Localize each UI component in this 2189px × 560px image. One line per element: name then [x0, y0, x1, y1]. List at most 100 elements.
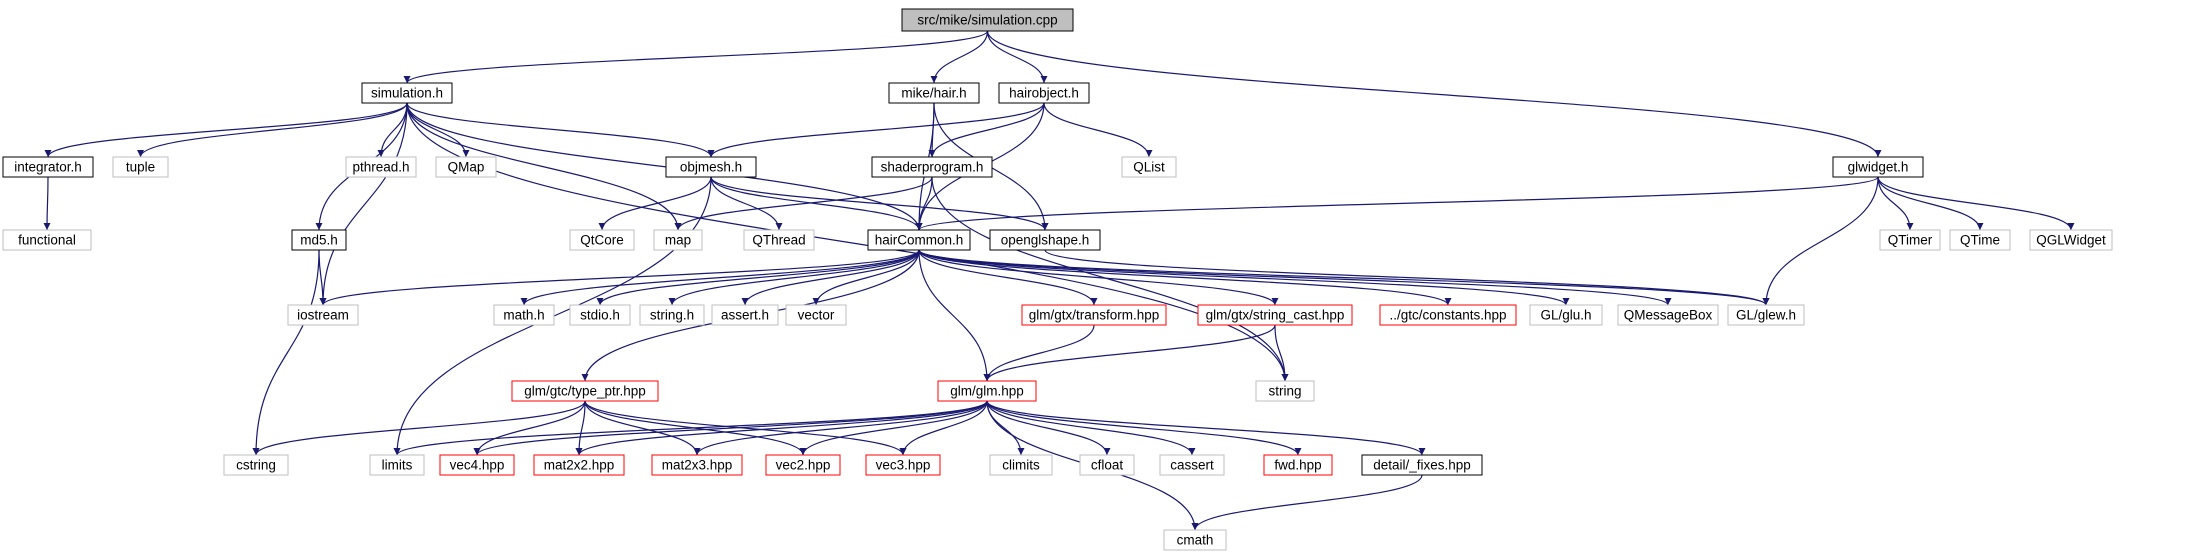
node-glm_string_cast[interactable]: glm/gtx/string_cast.hpp: [1197, 304, 1353, 326]
node-simulation_h[interactable]: simulation.h: [361, 82, 453, 104]
node-label-md5_h: md5.h: [300, 233, 338, 248]
node-box-cstring: [223, 454, 289, 476]
node-box-qlist: [1121, 156, 1177, 178]
node-vector[interactable]: vector: [785, 304, 847, 326]
node-cassert[interactable]: cassert: [1159, 454, 1225, 476]
node-mat2x2_hpp[interactable]: mat2x2.hpp: [533, 454, 625, 476]
node-label-cassert: cassert: [1170, 458, 1214, 473]
node-root[interactable]: src/mike/simulation.cpp: [901, 8, 1074, 32]
node-box-qglwidget: [2029, 229, 2113, 251]
node-box-openglshape_h: [989, 229, 1101, 251]
node-vec3_hpp[interactable]: vec3.hpp: [865, 454, 941, 476]
node-box-qtimer: [1879, 229, 1941, 251]
node-objmesh_h[interactable]: objmesh.h: [665, 156, 757, 178]
node-box-detail_fixes: [1361, 454, 1483, 476]
node-string_h[interactable]: string.h: [639, 304, 705, 326]
node-glm_transform[interactable]: glm/gtx/transform.hpp: [1021, 304, 1167, 326]
node-label-stdio_h: stdio.h: [580, 308, 620, 323]
edge-shaderprogram_h-to-map: [674, 176, 933, 231]
node-haircommon_h[interactable]: hairCommon.h: [867, 229, 971, 251]
node-label-qtime: QTime: [1960, 233, 2000, 248]
node-box-mat2x3_hpp: [651, 454, 743, 476]
node-box-glm_transform: [1021, 304, 1167, 326]
node-gl_glew_h[interactable]: GL/glew.h: [1727, 304, 1805, 326]
node-box-string_h: [639, 304, 705, 326]
node-box-gl_glew_h: [1727, 304, 1805, 326]
node-qtcore[interactable]: QtCore: [569, 229, 635, 251]
node-mat2x3_hpp[interactable]: mat2x3.hpp: [651, 454, 743, 476]
node-qthread[interactable]: QThread: [743, 229, 815, 251]
edge-hairobject_h-to-shaderprogram_h: [928, 102, 1045, 158]
node-stdio_h[interactable]: stdio.h: [569, 304, 631, 326]
node-gl_glu_h[interactable]: GL/glu.h: [1529, 304, 1603, 326]
node-label-objmesh_h: objmesh.h: [680, 160, 742, 175]
node-qmessagebox[interactable]: QMessageBox: [1617, 304, 1719, 326]
edge-simulation_h-to-qmap: [406, 102, 470, 158]
node-box-glm_type_ptr: [511, 380, 659, 402]
node-string[interactable]: string: [1255, 380, 1315, 402]
node-box-glm_glm: [937, 380, 1037, 402]
node-box-gl_glu_h: [1529, 304, 1603, 326]
node-pthread_h[interactable]: pthread.h: [345, 156, 417, 178]
node-glm_type_ptr[interactable]: glm/gtc/type_ptr.hpp: [511, 380, 659, 402]
edge-detail_fixes-to-cmath: [1191, 474, 1423, 531]
node-box-vec4_hpp: [439, 454, 515, 476]
node-map[interactable]: map: [653, 229, 703, 251]
node-qlist[interactable]: QList: [1121, 156, 1177, 178]
node-vec2_hpp[interactable]: vec2.hpp: [765, 454, 841, 476]
node-gtc_constants[interactable]: ../gtc/constants.hpp: [1379, 304, 1517, 326]
node-fwd_hpp[interactable]: fwd.hpp: [1263, 454, 1333, 476]
node-label-vec2_hpp: vec2.hpp: [776, 458, 831, 473]
node-qglwidget[interactable]: QGLWidget: [2029, 229, 2113, 251]
node-limits[interactable]: limits: [369, 454, 425, 476]
node-math_h[interactable]: math.h: [493, 304, 555, 326]
node-label-qmap: QMap: [448, 160, 485, 175]
node-label-mike_hair_h: mike/hair.h: [901, 86, 966, 101]
node-climits[interactable]: climits: [989, 454, 1053, 476]
edge-glm_glm-to-mat2x3_hpp: [693, 400, 988, 456]
edge-objmesh_h-to-haircommon_h: [710, 176, 923, 231]
node-box-vec2_hpp: [765, 454, 841, 476]
node-hairobject_h[interactable]: hairobject.h: [998, 82, 1090, 104]
edge-haircommon_h-to-string_h: [668, 249, 920, 306]
edge-glm_type_ptr-to-vec3_hpp: [584, 400, 907, 456]
edge-glwidget_h-to-gl_glew_h: [1762, 176, 1879, 306]
node-assert_h[interactable]: assert.h: [711, 304, 779, 326]
node-shaderprogram_h[interactable]: shaderprogram.h: [871, 156, 993, 178]
node-label-glm_transform: glm/gtx/transform.hpp: [1029, 308, 1160, 323]
node-cstring[interactable]: cstring: [223, 454, 289, 476]
node-label-limits: limits: [382, 458, 413, 473]
node-box-hairobject_h: [998, 82, 1090, 104]
node-detail_fixes[interactable]: detail/_fixes.hpp: [1361, 454, 1483, 476]
node-vec4_hpp[interactable]: vec4.hpp: [439, 454, 515, 476]
edge-glm_transform-to-glm_glm: [983, 324, 1095, 382]
node-mike_hair_h[interactable]: mike/hair.h: [888, 82, 980, 104]
node-glm_glm[interactable]: glm/glm.hpp: [937, 380, 1037, 402]
node-md5_h[interactable]: md5.h: [291, 229, 347, 251]
node-tuple[interactable]: tuple: [112, 156, 169, 178]
node-qtimer[interactable]: QTimer: [1879, 229, 1941, 251]
node-label-string_h: string.h: [650, 308, 694, 323]
node-label-qglwidget: QGLWidget: [2036, 233, 2106, 248]
edge-simulation_h-to-haircommon_h: [406, 102, 923, 231]
node-glwidget_h[interactable]: glwidget.h: [1832, 156, 1924, 178]
node-label-cmath: cmath: [1177, 533, 1214, 548]
node-label-mat2x2_hpp: mat2x2.hpp: [544, 458, 615, 473]
node-cfloat[interactable]: cfloat: [1079, 454, 1135, 476]
edge-hairobject_h-to-qlist: [1043, 102, 1153, 158]
node-openglshape_h[interactable]: openglshape.h: [989, 229, 1101, 251]
node-iostream[interactable]: iostream: [287, 304, 359, 326]
node-label-cfloat: cfloat: [1091, 458, 1124, 473]
edges-layer: [43, 30, 2075, 531]
node-box-functional: [2, 229, 92, 251]
node-qmap[interactable]: QMap: [435, 156, 497, 178]
edge-glm_glm-to-limits: [393, 400, 988, 456]
node-integrator_h[interactable]: integrator.h: [2, 156, 94, 178]
node-cmath[interactable]: cmath: [1163, 529, 1227, 551]
node-qtime[interactable]: QTime: [1949, 229, 2011, 251]
node-label-string: string: [1268, 384, 1301, 399]
node-functional[interactable]: functional: [2, 229, 92, 251]
node-label-vector: vector: [798, 308, 835, 323]
node-label-qlist: QList: [1133, 160, 1165, 175]
node-box-climits: [989, 454, 1053, 476]
